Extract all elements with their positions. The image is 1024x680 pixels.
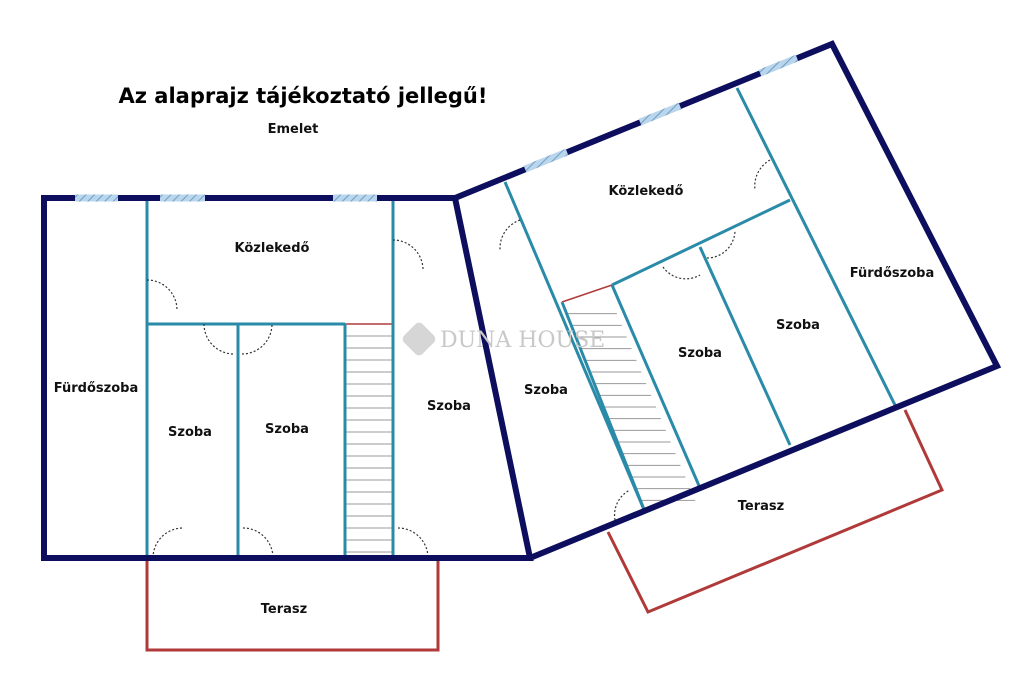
- left-terrace-outline: [145, 560, 440, 652]
- room-label: Szoba: [427, 399, 471, 414]
- room-label: Szoba: [678, 346, 722, 361]
- left-stairs: [345, 324, 393, 558]
- watermark-logo: DUNA HOUSE: [402, 322, 605, 356]
- windows: [75, 54, 799, 202]
- terrace-label: Terasz: [261, 602, 307, 617]
- room-label: Fürdőszoba: [54, 381, 138, 396]
- inner-walls: [145, 87, 897, 558]
- room-label: Közlekedő: [235, 241, 310, 256]
- room-label: Szoba: [168, 425, 212, 440]
- room-label: Közlekedő: [609, 184, 684, 199]
- outer-walls: [41, 40, 1002, 561]
- room-label: Szoba: [524, 383, 568, 398]
- room-label: Szoba: [776, 318, 820, 333]
- disclaimer-title: Az alaprajz tájékoztató jellegű!: [119, 84, 488, 108]
- room-label: Fürdőszoba: [850, 266, 934, 281]
- terrace-label: Terasz: [738, 499, 784, 514]
- watermark-text: DUNA HOUSE: [440, 328, 605, 353]
- right-terrace-outline: [606, 409, 945, 614]
- room-label: Szoba: [265, 422, 309, 437]
- door-swings: [146, 159, 771, 559]
- floor-label: Emelet: [268, 122, 319, 137]
- right-stairs: [566, 313, 696, 501]
